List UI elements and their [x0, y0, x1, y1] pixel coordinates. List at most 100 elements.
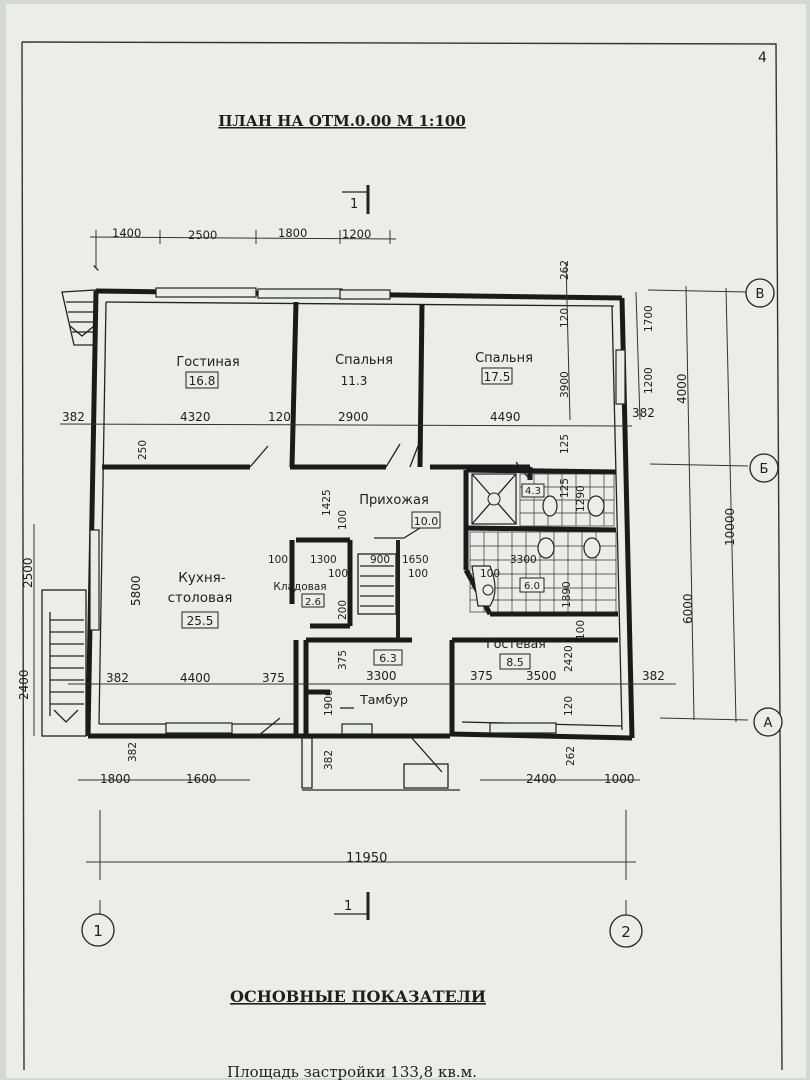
dim-bottom-chains: 1800 1600 2400 1000 11950 [100, 772, 635, 866]
dim-upper-2: 4320 [180, 410, 211, 424]
dim-ru-2: 120 [559, 308, 571, 328]
room-kitchen: Кухня- столовая 25.5 [168, 570, 233, 629]
room-bedroom-2-name: Спальня [475, 351, 533, 366]
dim-mid-4: 100 [268, 554, 288, 566]
dim-upper-1: 382 [62, 410, 85, 424]
room-bedroom-2-area: 17.5 [484, 370, 511, 384]
room-pantry: Кладовая 2.6 [273, 581, 326, 608]
dim-top-1: 1400 [112, 226, 141, 240]
svg-text:2: 2 [621, 923, 631, 941]
room-bath-small-area: 4.3 [525, 486, 541, 497]
dim-top-2: 2500 [188, 228, 217, 242]
dim-ru-5: 1200 [643, 367, 655, 394]
svg-text:1: 1 [93, 922, 103, 940]
dim-lower-1: 382 [106, 671, 129, 685]
dim-upper-5: 4490 [490, 410, 521, 424]
svg-text:1: 1 [344, 899, 352, 914]
room-bedroom-1-area: 11.3 [341, 374, 368, 388]
section-mark-top: 1 [342, 185, 370, 214]
stairs-left [41, 589, 87, 737]
dim-lm-7: 262 [565, 746, 577, 766]
room-hall-area: 10.0 [414, 515, 439, 528]
dim-overall: 11950 [346, 851, 387, 866]
dim-lm-6: 120 [563, 696, 575, 716]
bathroom-tiles [469, 473, 617, 613]
dim-rt-1: 4000 [675, 373, 689, 404]
room-bath-large-area: 6.0 [524, 581, 540, 592]
svg-text:Б: Б [760, 462, 769, 477]
axis-markers: В Б А 1 2 [81, 278, 783, 948]
dim-mid-9: 100 [328, 568, 348, 580]
dim-lower-misc: 200 375 1900 2420 100 120 262 382 [127, 600, 587, 766]
dim-mid-8: 3300 [510, 554, 537, 566]
dim-mid-10: 100 [408, 568, 428, 580]
dim-lm-3: 1900 [323, 689, 335, 716]
dim-left: 5800 2500 2400 [17, 557, 143, 700]
dim-lm-1: 200 [337, 600, 349, 620]
indicator-line: Площадь застройки 133,8 кв.м. [227, 1063, 477, 1080]
axis-a-marker: А [753, 707, 783, 737]
room-bath-small: 4.3 [521, 483, 545, 498]
room-bath-large: 6.0 [519, 577, 545, 593]
dim-mid-3: 100 [337, 510, 349, 530]
dim-lm-4: 2420 [563, 645, 575, 672]
dim-bl-2: 1600 [186, 772, 217, 786]
plan-title: ПЛАН НА ОТМ.0.00 М 1:100 [218, 112, 466, 130]
room-guest: Гостевая 8.5 [486, 636, 546, 670]
dim-lower-3: 375 [262, 671, 285, 685]
dim-mid-14: 1290 [575, 485, 587, 512]
dim-upper-row: 382 4320 120 2900 4490 382 [62, 406, 655, 424]
room-living: Гостиная 16.8 [176, 355, 240, 389]
dim-upper-6: 382 [632, 406, 655, 420]
dim-rt-3: 10000 [723, 508, 737, 546]
room-pantry-area: 2.6 [305, 597, 321, 608]
dim-mid-2: 1425 [321, 489, 333, 516]
dim-ru-3: 3900 [559, 371, 571, 398]
stairs-top-left [61, 289, 97, 346]
dim-lower-2: 4400 [180, 671, 211, 685]
room-living-name: Гостиная [176, 355, 239, 370]
room-kitchen-name2: столовая [168, 590, 233, 606]
room-vestibule: 6.3 Тамбур [340, 649, 408, 709]
dim-lm-2: 375 [337, 650, 349, 670]
interior-walls [102, 301, 618, 736]
axis-1-marker: 1 [81, 913, 115, 947]
room-pantry-name: Кладовая [273, 581, 326, 593]
room-living-area: 16.8 [189, 374, 216, 388]
porch [301, 737, 460, 791]
dim-porch-382: 382 [323, 750, 335, 770]
interior-stair [357, 527, 421, 640]
room-vestibule-area: 6.3 [379, 652, 397, 665]
dim-left-2: 2500 [21, 557, 35, 588]
dim-lm-5: 100 [575, 620, 587, 640]
paper [6, 4, 806, 1078]
room-hall-name: Прихожая [359, 493, 429, 508]
dim-top-chain: 1400 2500 1800 1200 [112, 226, 371, 242]
dimension-lines [33, 230, 749, 935]
dim-rt-2: 6000 [681, 593, 695, 624]
dim-right-upper: 262 120 3900 1700 1200 125 [559, 260, 655, 454]
room-bedroom-1-name: Спальня [335, 353, 393, 368]
room-bedroom-2: Спальня 17.5 [475, 351, 533, 385]
dim-br-2: 1000 [604, 772, 635, 786]
dim-mid-13: 125 [559, 478, 571, 498]
doors [249, 443, 531, 773]
dim-mid-11: 100 [480, 568, 500, 580]
svg-text:В: В [756, 287, 765, 302]
svg-text:1: 1 [350, 197, 358, 212]
room-guest-area: 8.5 [506, 656, 524, 669]
dim-top-4: 1200 [342, 227, 371, 241]
dim-upper-4: 2900 [338, 410, 369, 424]
dim-mid-7: 1650 [402, 554, 429, 566]
room-bedroom-1: Спальня 11.3 [335, 353, 393, 388]
windows [89, 287, 626, 735]
room-vestibule-name: Тамбур [359, 692, 408, 707]
dim-upper-3: 120 [268, 410, 291, 424]
dim-bl-1: 1800 [100, 772, 131, 786]
dim-mid-1: 250 [137, 440, 149, 460]
indicators-title: ОСНОВНЫЕ ПОКАЗАТЕЛИ [230, 987, 486, 1006]
dim-top-3: 1800 [278, 226, 307, 240]
dim-lower-7: 382 [642, 669, 665, 683]
axis-2-marker: 2 [609, 914, 643, 948]
